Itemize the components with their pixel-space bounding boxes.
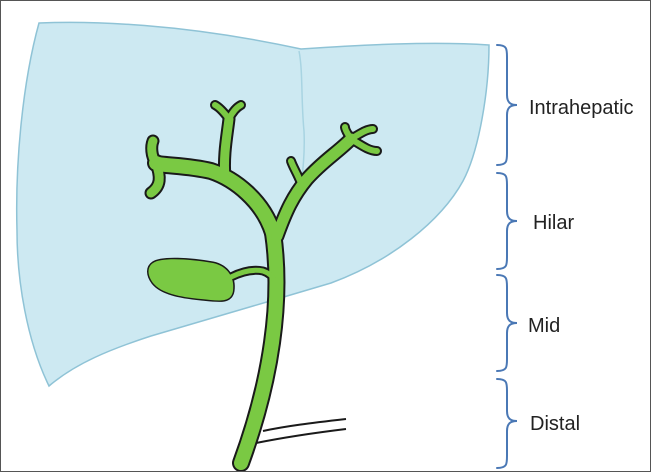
label-hilar: Hilar <box>533 213 574 233</box>
label-intrahepatic: Intrahepatic <box>529 98 634 118</box>
bracket-distal <box>497 379 517 468</box>
duodenum-line-upper <box>263 419 346 431</box>
bracket-hilar <box>497 173 517 269</box>
region-brackets <box>497 45 517 468</box>
bracket-mid <box>497 275 517 371</box>
label-mid: Mid <box>528 316 560 336</box>
bracket-intrahepatic <box>497 45 517 165</box>
duodenum-line-lower <box>256 429 346 443</box>
label-distal: Distal <box>530 414 580 434</box>
